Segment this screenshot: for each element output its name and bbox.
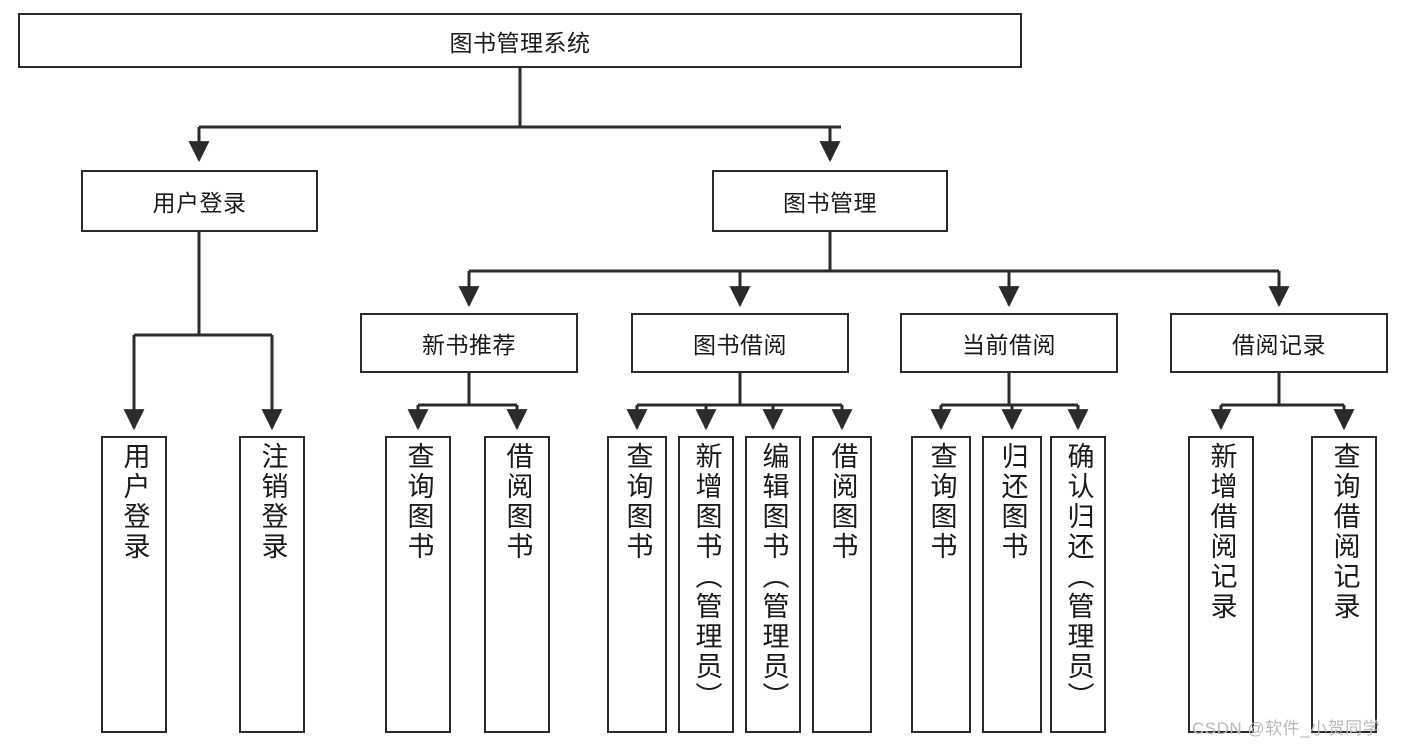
node-user-login[interactable]: 用户登录 bbox=[81, 170, 318, 232]
leaf-add-record[interactable]: 新增借阅记录 bbox=[1188, 436, 1254, 733]
leaf-borrow-book-1[interactable]: 借阅图书 bbox=[484, 436, 550, 733]
leaf-query-record[interactable]: 查询借阅记录 bbox=[1311, 436, 1377, 733]
leaf-label: 查询图书 bbox=[403, 442, 434, 562]
leaf-query-book-2[interactable]: 查询图书 bbox=[607, 436, 667, 733]
node-root[interactable]: 图书管理系统 bbox=[18, 13, 1022, 68]
leaf-label: 查询图书 bbox=[622, 442, 653, 562]
node-current-borrow[interactable]: 当前借阅 bbox=[900, 313, 1118, 373]
leaf-label: 新增借阅记录 bbox=[1206, 442, 1237, 622]
leaf-label: 借阅图书 bbox=[502, 442, 533, 562]
leaf-label: 注销登录 bbox=[257, 442, 288, 562]
leaf-return-book[interactable]: 归还图书 bbox=[982, 436, 1042, 733]
leaf-query-book-3[interactable]: 查询图书 bbox=[911, 436, 971, 733]
leaf-edit-book[interactable]: 编辑图书（管理员） bbox=[745, 436, 801, 733]
leaf-confirm-return[interactable]: 确认归还（管理员） bbox=[1050, 436, 1106, 733]
leaf-label: 借阅图书 bbox=[827, 442, 858, 562]
leaf-borrow-book-2[interactable]: 借阅图书 bbox=[812, 436, 872, 733]
leaf-user-login[interactable]: 用户登录 bbox=[101, 436, 167, 733]
leaf-label: 用户登录 bbox=[119, 442, 150, 562]
leaf-label: 新增图书（管理员） bbox=[691, 442, 722, 712]
leaf-label: 归还图书 bbox=[997, 442, 1028, 562]
node-borrow-record[interactable]: 借阅记录 bbox=[1170, 313, 1388, 373]
csdn-watermark: CSDN @软件_小贺同学 bbox=[1192, 719, 1381, 738]
leaf-label: 查询图书 bbox=[926, 442, 957, 562]
leaf-query-book-1[interactable]: 查询图书 bbox=[385, 436, 451, 733]
leaf-label: 确认归还（管理员） bbox=[1063, 442, 1094, 712]
leaf-label: 查询借阅记录 bbox=[1329, 442, 1360, 622]
node-book-borrow[interactable]: 图书借阅 bbox=[631, 313, 849, 373]
leaf-logout[interactable]: 注销登录 bbox=[239, 436, 305, 733]
leaf-label: 编辑图书（管理员） bbox=[758, 442, 789, 712]
node-book-admin[interactable]: 图书管理 bbox=[712, 170, 948, 232]
leaf-add-book[interactable]: 新增图书（管理员） bbox=[678, 436, 734, 733]
node-new-book-recommend[interactable]: 新书推荐 bbox=[360, 313, 578, 373]
